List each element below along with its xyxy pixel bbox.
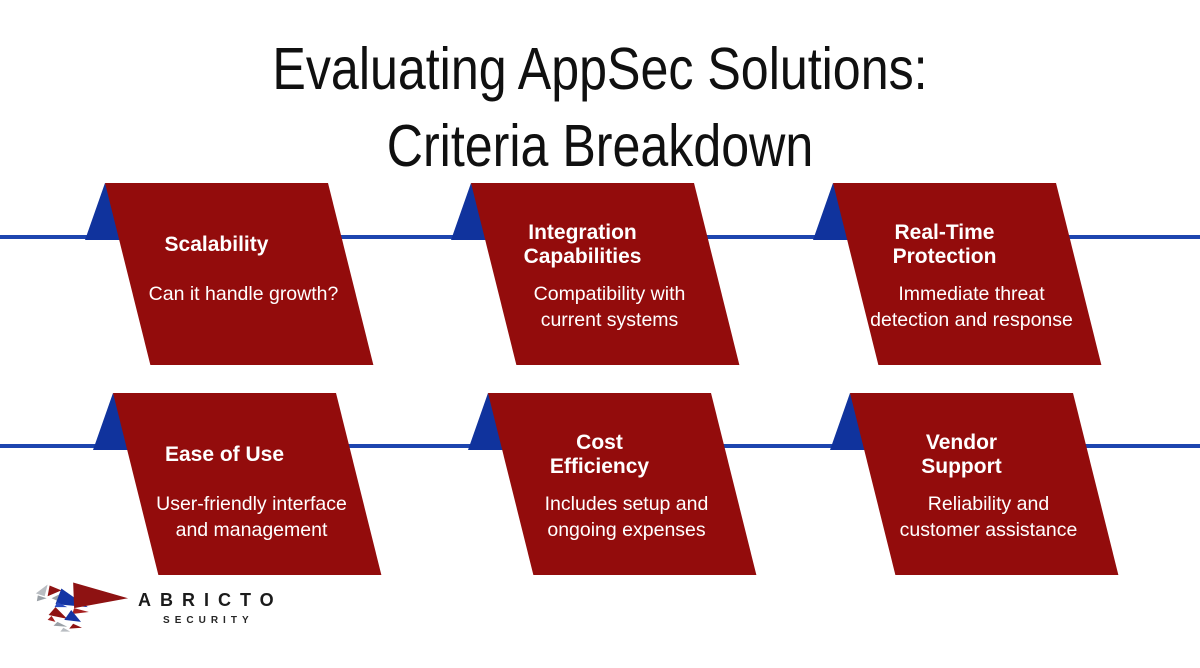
logo-text: ABRICTO SECURITY xyxy=(138,590,274,626)
card-subtitle: Immediate threat detection and response xyxy=(860,281,1083,333)
card-subtitle-line: Immediate threat xyxy=(898,283,1045,305)
card-parallelogram: Cost Efficiency Includes setup and ongoi… xyxy=(488,393,757,575)
card-parallelogram: Vendor Support Reliability and customer … xyxy=(850,393,1119,575)
logo-name: ABRICTO xyxy=(138,590,283,610)
criteria-card-integration-capabilities: Integration Capabilities Compatibility w… xyxy=(451,183,740,365)
card-title-line: Cost xyxy=(576,431,623,454)
page-title: Evaluating AppSec Solutions: Criteria Br… xyxy=(0,34,1200,181)
raptor-logo-icon xyxy=(35,582,129,632)
page-title-line-1: Evaluating AppSec Solutions: xyxy=(272,36,928,102)
card-title-line: Ease of Use xyxy=(164,443,285,466)
card-title-line: Efficiency xyxy=(549,455,650,478)
card-title: Real-Time Protection xyxy=(833,219,1056,271)
card-subtitle-line: Compatibility with xyxy=(533,283,686,305)
page-title-line-2: Criteria Breakdown xyxy=(386,113,814,179)
criteria-card-scalability: Scalability Can it handle growth? xyxy=(85,183,374,365)
card-subtitle-line: ongoing expenses xyxy=(547,519,706,541)
card-title-line: Support xyxy=(921,455,1002,478)
card-subtitle: Reliability and customer assistance xyxy=(877,491,1100,543)
card-title: Ease of Use xyxy=(113,429,336,481)
criteria-card-real-time-protection: Real-Time Protection Immediate threat de… xyxy=(813,183,1102,365)
card-parallelogram: Ease of Use User-friendly interface and … xyxy=(113,393,382,575)
card-subtitle: Compatibility with current systems xyxy=(498,281,721,333)
card-subtitle-line: User-friendly interface xyxy=(156,493,347,515)
card-parallelogram: Integration Capabilities Compatibility w… xyxy=(471,183,740,365)
card-title-line: Scalability xyxy=(164,233,269,256)
criteria-card-vendor-support: Vendor Support Reliability and customer … xyxy=(830,393,1119,575)
card-title: Integration Capabilities xyxy=(471,219,694,271)
card-subtitle-line: Can it handle growth? xyxy=(148,283,339,305)
card-subtitle: Can it handle growth? xyxy=(132,281,355,307)
card-title-line: Protection xyxy=(892,245,997,268)
logo-tagline: SECURITY xyxy=(163,615,254,626)
criteria-card-ease-of-use: Ease of Use User-friendly interface and … xyxy=(93,393,382,575)
card-subtitle: Includes setup and ongoing expenses xyxy=(515,491,738,543)
card-subtitle-line: customer assistance xyxy=(899,519,1078,541)
criteria-card-cost-efficiency: Cost Efficiency Includes setup and ongoi… xyxy=(468,393,757,575)
card-subtitle-line: current systems xyxy=(540,309,679,331)
card-title-line: Vendor xyxy=(925,431,998,454)
card-title-line: Capabilities xyxy=(523,245,642,268)
card-title: Cost Efficiency xyxy=(488,429,711,481)
card-subtitle-line: and management xyxy=(175,519,328,541)
card-parallelogram: Scalability Can it handle growth? xyxy=(105,183,374,365)
card-subtitle-line: Includes setup and xyxy=(544,493,709,515)
card-title: Scalability xyxy=(105,219,328,271)
card-subtitle-line: detection and response xyxy=(870,309,1073,331)
card-title-line: Integration xyxy=(528,221,637,244)
card-title: Vendor Support xyxy=(850,429,1073,481)
card-parallelogram: Real-Time Protection Immediate threat de… xyxy=(833,183,1102,365)
card-title-line: Real-Time xyxy=(894,221,995,244)
card-subtitle: User-friendly interface and management xyxy=(140,491,363,543)
card-subtitle-line: Reliability and xyxy=(927,493,1050,515)
abricto-security-logo: ABRICTO SECURITY xyxy=(28,580,274,644)
